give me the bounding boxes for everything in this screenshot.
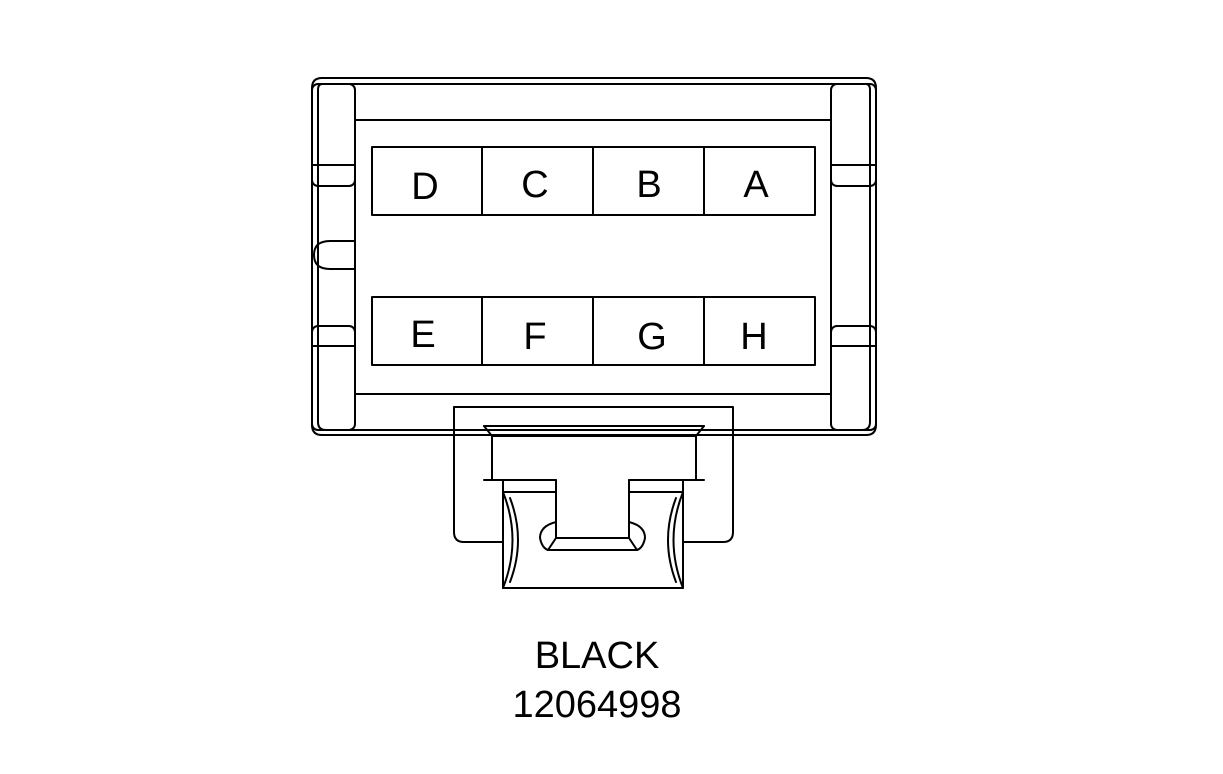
connector-housing xyxy=(311,77,877,436)
connector-color-label: BLACK xyxy=(534,635,660,677)
pin-label-a: A xyxy=(743,164,769,206)
key-notch xyxy=(313,240,356,270)
locking-lever xyxy=(453,406,734,589)
latch-tabs xyxy=(311,83,877,431)
connector-part-number: 12064998 xyxy=(512,684,682,726)
pin-label-f: F xyxy=(523,316,546,358)
pin-cavities-top-row xyxy=(371,146,816,216)
pin-label-h: H xyxy=(740,316,767,358)
pin-label-e: E xyxy=(410,314,435,356)
pin-label-b: B xyxy=(636,164,661,206)
pin-cavities-bottom-row xyxy=(371,296,816,366)
pin-label-c: C xyxy=(521,164,548,206)
pin-label-g: G xyxy=(637,316,667,358)
pin-label-d: D xyxy=(411,166,438,208)
